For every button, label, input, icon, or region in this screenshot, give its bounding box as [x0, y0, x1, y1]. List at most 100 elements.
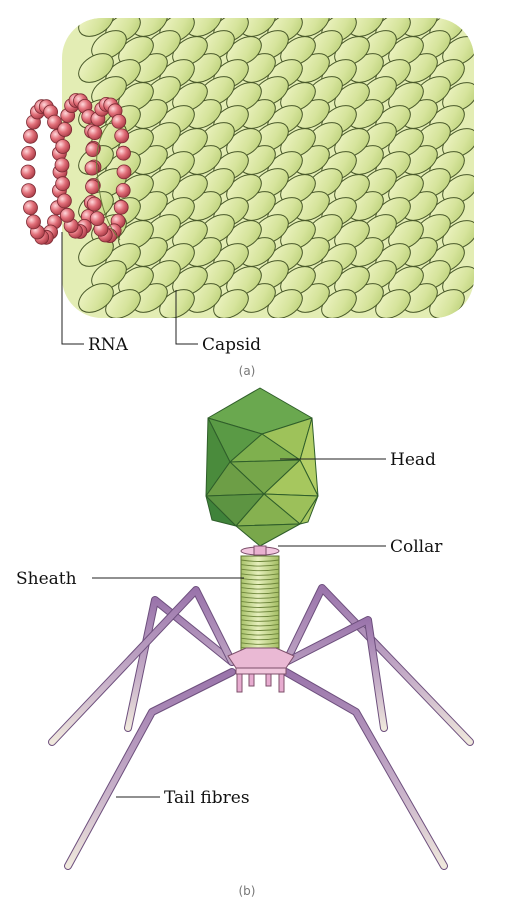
- sheath-ring: [240, 610, 280, 613]
- sheath-ring: [240, 623, 280, 627]
- rna-bead: [23, 128, 38, 144]
- rna-leader-line: [61, 232, 84, 345]
- rna-bead: [116, 145, 131, 161]
- rna-bead: [20, 164, 36, 180]
- sheath-ring: [240, 577, 280, 581]
- rna-label: RNA: [88, 335, 129, 355]
- rna-bead: [54, 157, 70, 173]
- rna-bead: [21, 145, 37, 161]
- capsid-subunit: [118, 220, 154, 250]
- sheath-ring: [240, 614, 280, 618]
- capsid-subunit: [388, 36, 424, 66]
- rna-bead: [116, 164, 132, 180]
- capsid-label: Capsid: [202, 335, 261, 355]
- tail-fibres-label: Tail fibres: [164, 788, 250, 808]
- rna-bead: [85, 142, 101, 158]
- capsid-subunit: [442, 128, 474, 158]
- caption-b: (b): [239, 884, 256, 898]
- sheath-ring: [240, 591, 280, 595]
- capsid-subunit: [267, 289, 303, 318]
- rna-bead: [57, 193, 72, 209]
- capsid-subunit: [388, 220, 424, 250]
- sheath-rings: [240, 559, 280, 654]
- capsid-subunit: [375, 289, 411, 318]
- caption-a: (a): [239, 364, 256, 378]
- rna-bead: [47, 114, 62, 130]
- capsid-subunit: [388, 82, 424, 112]
- rna-bead: [23, 200, 38, 216]
- capsid-subunit: [78, 18, 114, 37]
- capsid-subunit: [172, 128, 208, 158]
- capsid-subunit: [334, 82, 370, 112]
- sheath-ring: [240, 619, 280, 622]
- capsid-subunit: [280, 220, 316, 250]
- capsid-subunit: [442, 36, 474, 66]
- rna-bead: [21, 183, 37, 199]
- sheath-ring: [240, 596, 280, 599]
- capsid-subunit: [172, 174, 208, 204]
- capsid-end-rim: [96, 119, 121, 241]
- capsid-subunit: [442, 82, 474, 112]
- capsid-subunit: [334, 128, 370, 158]
- tail-fibres: [48, 584, 474, 870]
- capsid-subunit: [388, 128, 424, 158]
- sheath-ring: [240, 642, 280, 645]
- capsid-leader-line: [175, 290, 198, 345]
- capsid-subunit: [172, 36, 208, 66]
- rna-bead: [89, 211, 105, 227]
- phage-head: [205, 387, 319, 547]
- capsid-subunit: [213, 289, 249, 318]
- capsid-subunit: [321, 289, 357, 318]
- capsid-subunit: [78, 53, 114, 83]
- rna-bead: [87, 125, 103, 141]
- capsid-subunit: [280, 266, 316, 296]
- sheath-label: Sheath: [16, 569, 77, 589]
- sheath-ring: [240, 633, 280, 636]
- rna-bead: [26, 214, 41, 230]
- capsid-subunit: [280, 174, 316, 204]
- capsid-subunit: [159, 289, 195, 318]
- rna-bead: [57, 122, 73, 137]
- capsid-subunit: [118, 266, 154, 296]
- capsid-subunit: [91, 260, 127, 290]
- rna-bead: [115, 182, 131, 198]
- tmv-virus: [20, 18, 474, 318]
- capsid-subunit: [280, 82, 316, 112]
- capsid-subunit: [334, 220, 370, 250]
- capsid-subunit: [226, 174, 262, 204]
- sheath-ring: [240, 628, 280, 631]
- capsid-subunit: [280, 36, 316, 66]
- sheath-ring: [240, 568, 280, 572]
- capsid-subunit: [91, 30, 127, 60]
- rna-bead: [111, 114, 127, 129]
- rna-bead: [55, 139, 71, 154]
- base-plate: [227, 647, 295, 693]
- rna-bead: [59, 207, 75, 223]
- sheath-ring: [240, 573, 280, 576]
- sheath-ring: [240, 605, 280, 608]
- collar-label: Collar: [390, 537, 443, 557]
- rna-bead: [114, 128, 130, 144]
- capsid-subunit: [226, 266, 262, 296]
- bacteriophage: [48, 387, 474, 870]
- sheath-ring: [240, 559, 280, 562]
- rna-bead: [84, 160, 100, 176]
- capsid-subunit: [334, 36, 370, 66]
- capsid-subunit: [105, 289, 141, 318]
- capsid-subunit: [226, 128, 262, 158]
- capsid-subunit: [442, 266, 474, 296]
- collar: [240, 545, 280, 556]
- sheath-ring: [240, 582, 280, 585]
- capsid-subunit: [118, 36, 154, 66]
- capsid-subunit: [334, 174, 370, 204]
- capsid-subunit: [226, 220, 262, 250]
- capsid-subunit: [280, 128, 316, 158]
- sheath-ring: [240, 564, 280, 567]
- rna-bead: [85, 179, 100, 195]
- capsid-subunit: [334, 266, 370, 296]
- capsid-subunit: [442, 220, 474, 250]
- sheath-ring: [240, 600, 280, 604]
- capsid-subunit: [172, 220, 208, 250]
- rna-bead: [113, 199, 129, 215]
